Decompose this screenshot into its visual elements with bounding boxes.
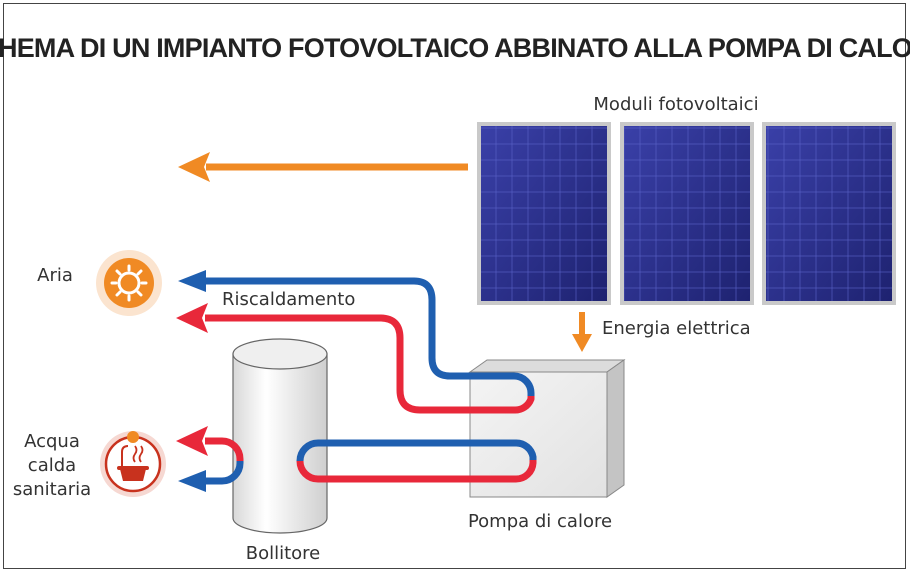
heating-cold-inlet-arrow	[178, 270, 206, 292]
sanitary-hot-pipe	[205, 437, 244, 461]
frame-border	[3, 3, 906, 569]
sun-fan-icon	[96, 250, 162, 316]
heating-label: Riscaldamento	[222, 289, 355, 310]
solar-panel	[620, 122, 754, 305]
heating-hot-outlet-arrow	[176, 303, 208, 333]
hot-water-label-line3: sanitaria	[13, 479, 91, 500]
energy-arrow	[572, 312, 592, 352]
sanitary-hot-outlet-arrow	[176, 426, 208, 456]
sanitary-cold-inlet-arrow	[178, 470, 206, 492]
hot-water-label-line2: calda	[28, 455, 76, 476]
diagram-title: SCHEMA DI UN IMPIANTO FOTOVOLTAICO ABBIN…	[0, 33, 910, 63]
energy-label: Energia elettrica	[602, 318, 751, 339]
hot-water-label-line1: Acqua	[24, 431, 80, 452]
boiler-label: Bollitore	[246, 543, 321, 564]
bath-tub-icon	[100, 431, 166, 497]
coil-hot-pipe	[296, 460, 537, 483]
boiler-tank	[232, 338, 328, 534]
solar-panel	[477, 122, 611, 305]
air-label: Aria	[37, 265, 73, 286]
sanitary-cold-pipe	[205, 461, 244, 485]
solar-panel	[762, 122, 896, 305]
solar-flow-arrow	[178, 152, 468, 182]
heating-cold-pipe	[205, 277, 535, 397]
panels-label: Moduli fotovoltaici	[593, 94, 758, 115]
coil-cold-pipe	[296, 439, 537, 462]
heat-pump-label: Pompa di calore	[468, 511, 612, 532]
heating-hot-pipe	[205, 314, 535, 414]
